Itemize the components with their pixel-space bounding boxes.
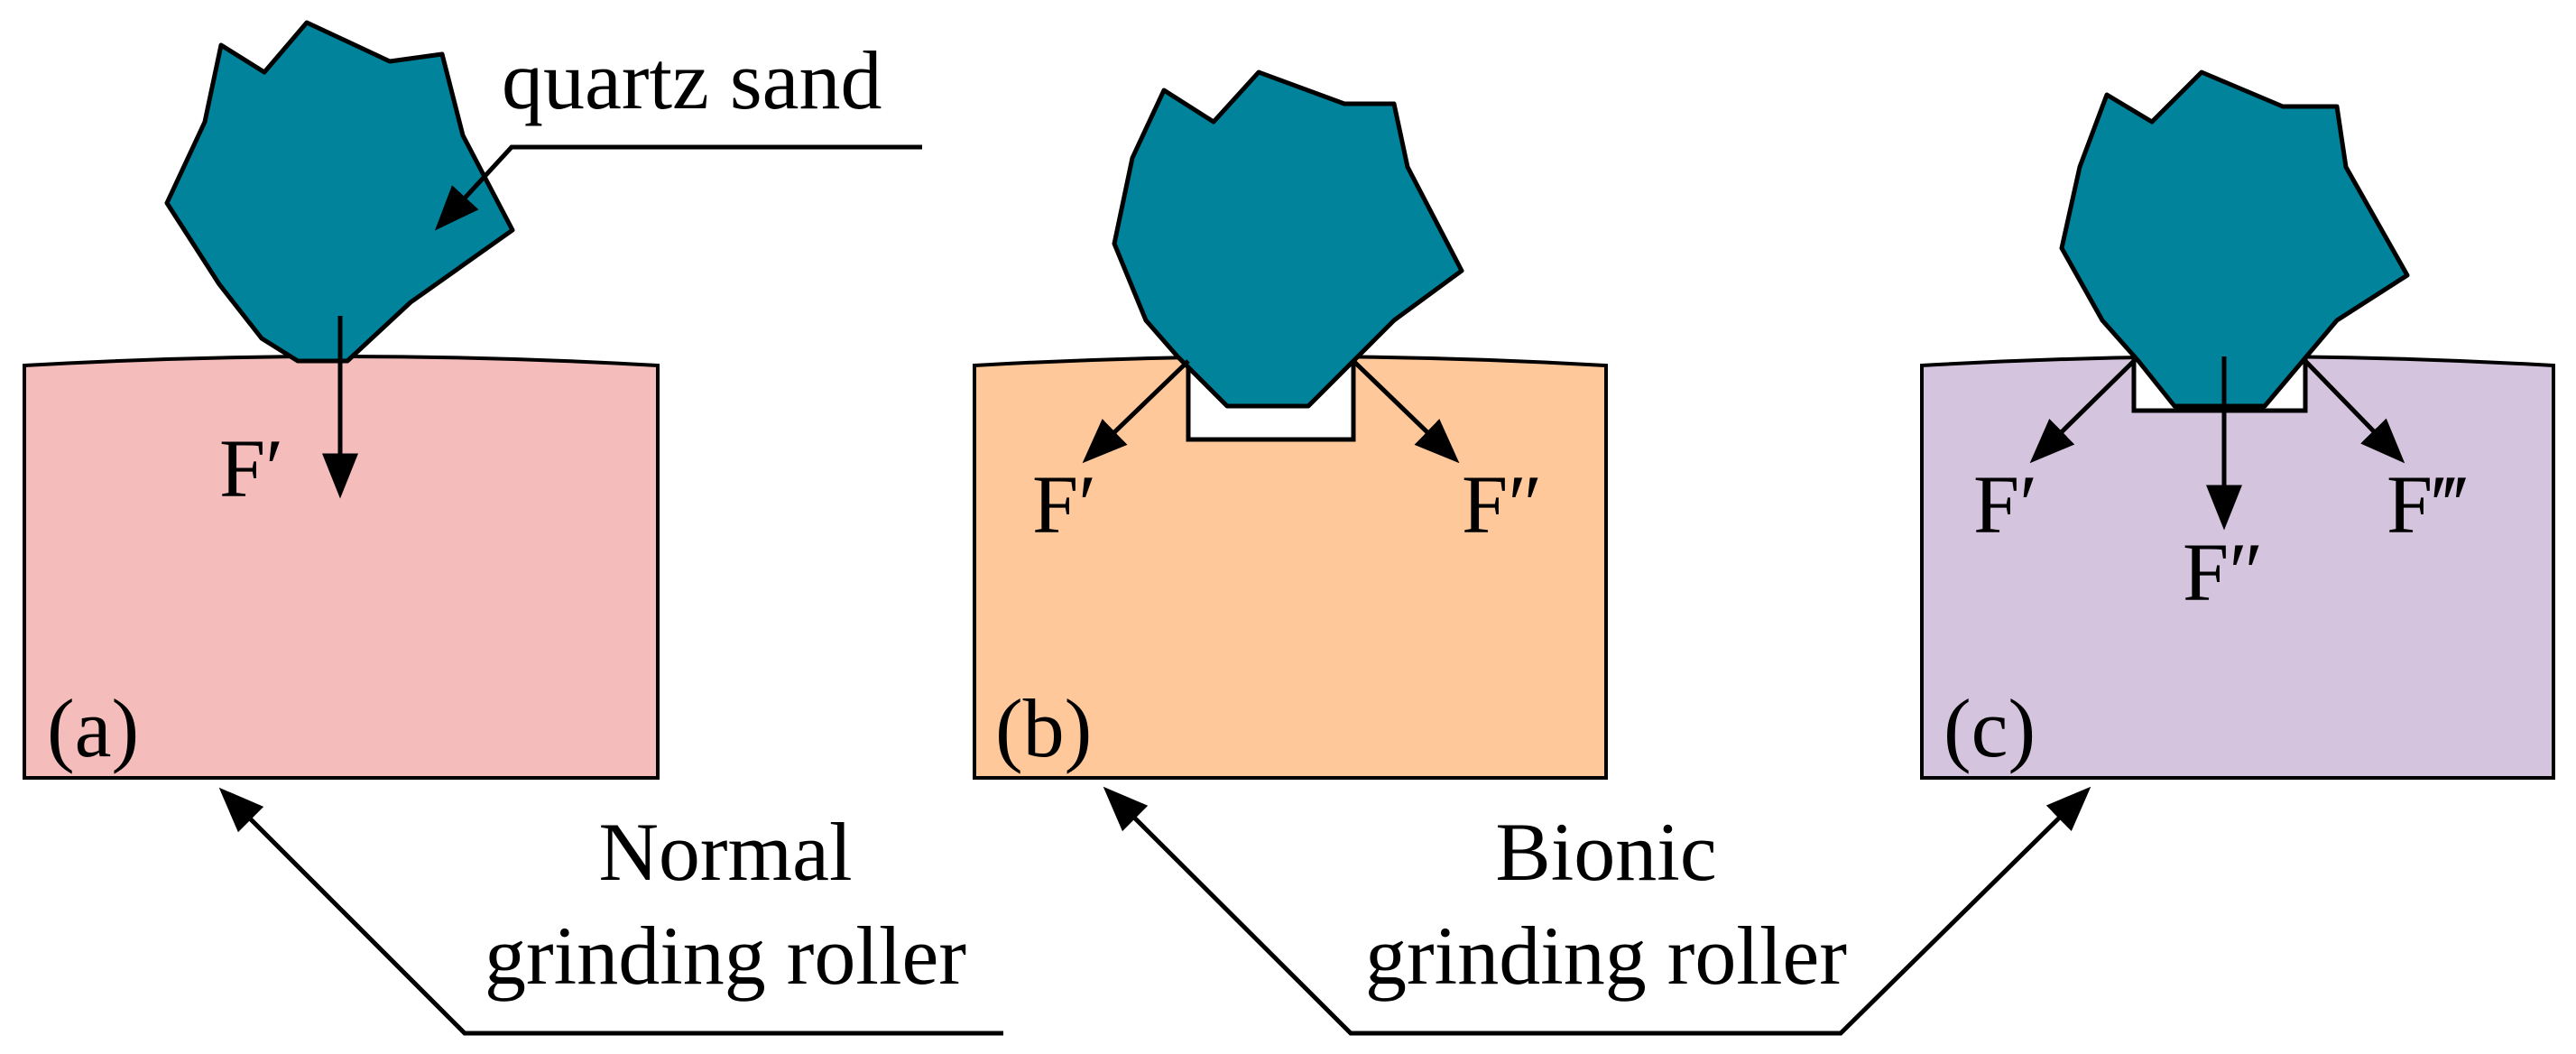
force-label-c-3: F‴ (2387, 458, 2467, 550)
force-label-a-1: F′ (219, 422, 283, 514)
panel-tag-b: (b) (995, 682, 1092, 774)
force-label-b-2: F″ (1462, 458, 1542, 550)
panel-a: F′ (a) (23, 20, 660, 780)
force-arrow-c-left (2029, 359, 2136, 464)
panel-c: F′ F″ F‴ (c) (1920, 69, 2555, 780)
panel-tag-c: (c) (1944, 682, 2036, 774)
quartz-sand-label: quartz sand (502, 34, 882, 126)
bionic-roller-label-line2: grinding roller (1365, 910, 1847, 1002)
panel-b: F′ F″ (b) (973, 69, 1608, 780)
force-arrow-b-right (1352, 359, 1460, 464)
normal-roller-leader (218, 787, 1003, 1036)
force-label-c-1: F′ (1973, 458, 2037, 550)
normal-roller-label-line1: Normal (598, 806, 852, 898)
quartz-sand-particle-b (1112, 69, 1464, 409)
force-arrow-b-left (1082, 359, 1190, 464)
bionic-roller-leader-left (1103, 786, 1606, 1036)
bionic-roller-leader-right (1606, 786, 2091, 1036)
normal-roller-label-line2: grinding roller (485, 910, 966, 1002)
force-label-c-2: F″ (2183, 526, 2263, 618)
quartz-sand-particle-c (2059, 69, 2410, 409)
force-label-b-1: F′ (1032, 458, 1096, 550)
roller-block-a (23, 355, 660, 780)
quartz-sand-particle-a (164, 20, 515, 364)
bionic-roller-label-line1: Bionic (1495, 806, 1716, 898)
quartz-sand-leader (434, 144, 922, 231)
force-arrow-c-right (2304, 359, 2405, 464)
panel-tag-a: (a) (47, 682, 139, 774)
